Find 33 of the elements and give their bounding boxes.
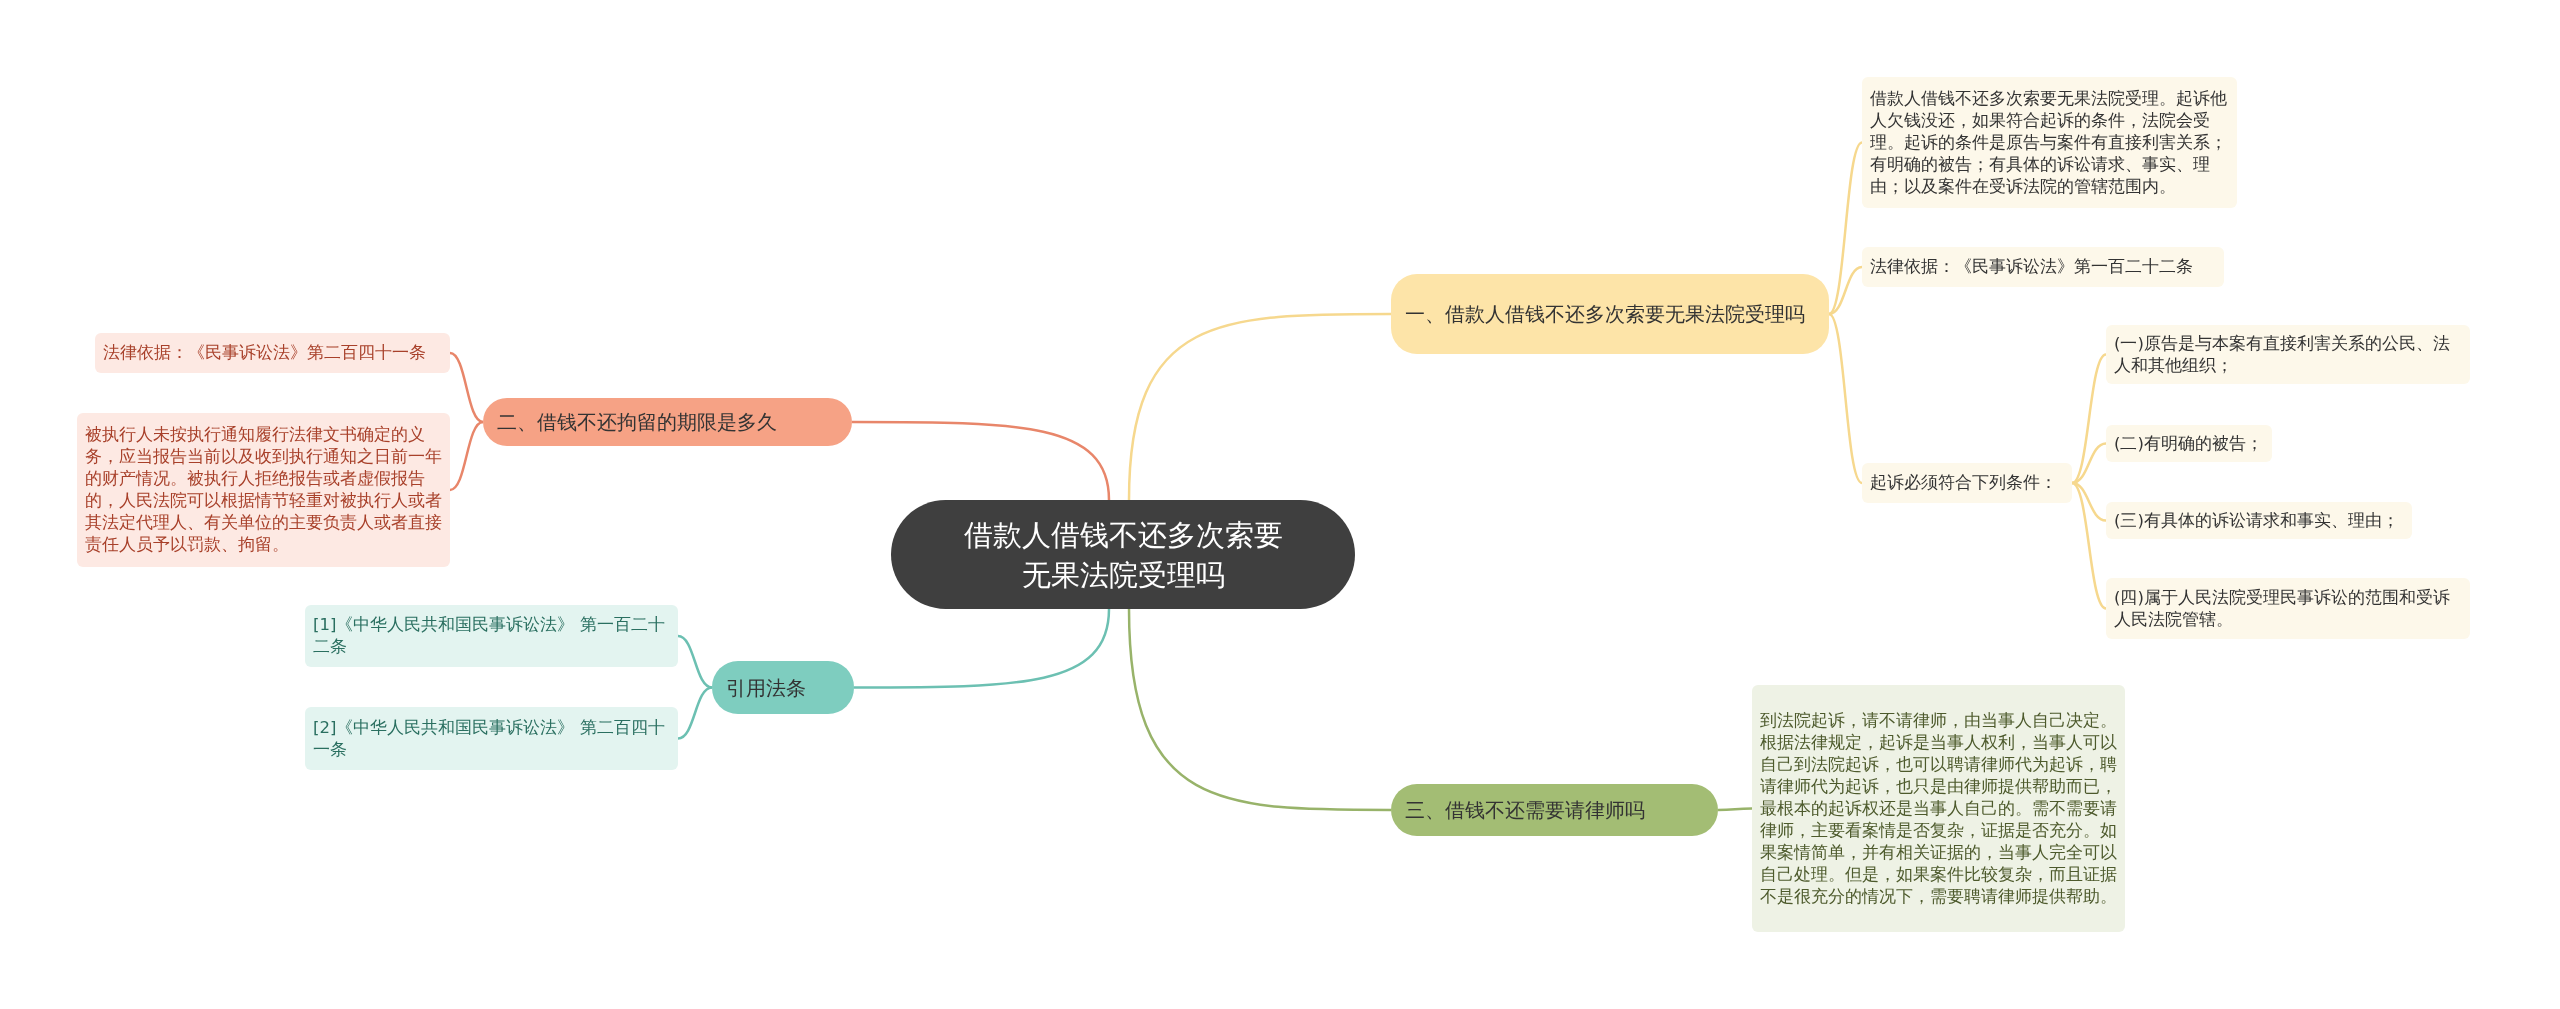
connector-line (2071, 481, 2107, 522)
connector-line (854, 608, 1111, 689)
note-box: [1]《中华人民共和国民事诉讼法》 第一百二十二条 (305, 605, 678, 667)
branch-topic: 三、借钱不还需要请律师吗 (1391, 784, 1718, 836)
central-topic: 借款人借钱不还多次索要无果法院受理吗 (891, 500, 1355, 609)
branch-topic: 二、借钱不还拘留的期限是多久 (483, 398, 852, 446)
connector-line (2071, 442, 2107, 485)
note-box: (四)属于人民法院受理民事诉讼的范围和受诉人民法院管辖。 (2106, 578, 2470, 639)
connector-line (1828, 265, 1863, 316)
connector-line (1127, 608, 1391, 812)
note-box: 法律依据：《民事诉讼法》第一百二十二条 (1862, 247, 2224, 287)
connector-line (677, 686, 713, 740)
connector-line (852, 420, 1111, 501)
connector-line (449, 420, 484, 492)
branch-topic: 一、借款人借钱不还多次索要无果法院受理吗 (1391, 274, 1829, 354)
note-box: 到法院起诉，请不请律师，由当事人自己决定。根据法律规定，起诉是当事人权利，当事人可以自己到法院起诉，也可以聘请律师代为起诉，聘请律师代为起诉，也只是由律师提供帮助而已，最根本的起诉权还是当事人自己的。需不需要请律师，主要看案情是否复杂，证据是否充分。如果案情简单，并有相关证据的，当事人完全可以自己处理。但是，如果案件比较复杂，而且证据不是很充分的情况下，需要聘请律师提供帮助。 (1752, 685, 2125, 932)
note-box: 被执行人未按执行通知履行法律文书确定的义务，应当报告当前以及收到执行通知之日前一年的财产情况。被执行人拒绝报告或者虚假报告的，人民法院可以根据情节轻重对被执行人或者其法定代理人、有关单位的主要负责人或者直接责任人员予以罚款、拘留。 (77, 413, 450, 567)
note-box: 借款人借钱不还多次索要无果法院受理。起诉他人欠钱没还，如果符合起诉的条件，法院会受理。起诉的条件是原告与案件有直接利害关系；有明确的被告；有具体的诉讼请求、事实、理由；以及案件在受诉法院的管辖范围内。 (1862, 77, 2237, 208)
connector-line (449, 351, 484, 424)
note-box: [2]《中华人民共和国民事诉讼法》 第二百四十一条 (305, 707, 678, 770)
note-box: (二)有明确的被告； (2106, 425, 2272, 462)
note-box: (三)有具体的诉讼请求和事实、理由； (2106, 502, 2412, 539)
connector-line (1828, 313, 1863, 484)
connector-line (677, 634, 713, 689)
connector-line (1127, 312, 1391, 501)
connector-line (1718, 807, 1752, 812)
note-box: 起诉必须符合下列条件： (1862, 463, 2072, 503)
connector-line (1828, 141, 1863, 315)
connector-line (2071, 481, 2107, 610)
note-box: (一)原告是与本案有直接利害关系的公民、法人和其他组织； (2106, 325, 2470, 384)
connector-line (2071, 353, 2107, 485)
branch-topic: 引用法条 (712, 661, 854, 714)
note-box: 法律依据：《民事诉讼法》第二百四十一条 (95, 333, 450, 373)
